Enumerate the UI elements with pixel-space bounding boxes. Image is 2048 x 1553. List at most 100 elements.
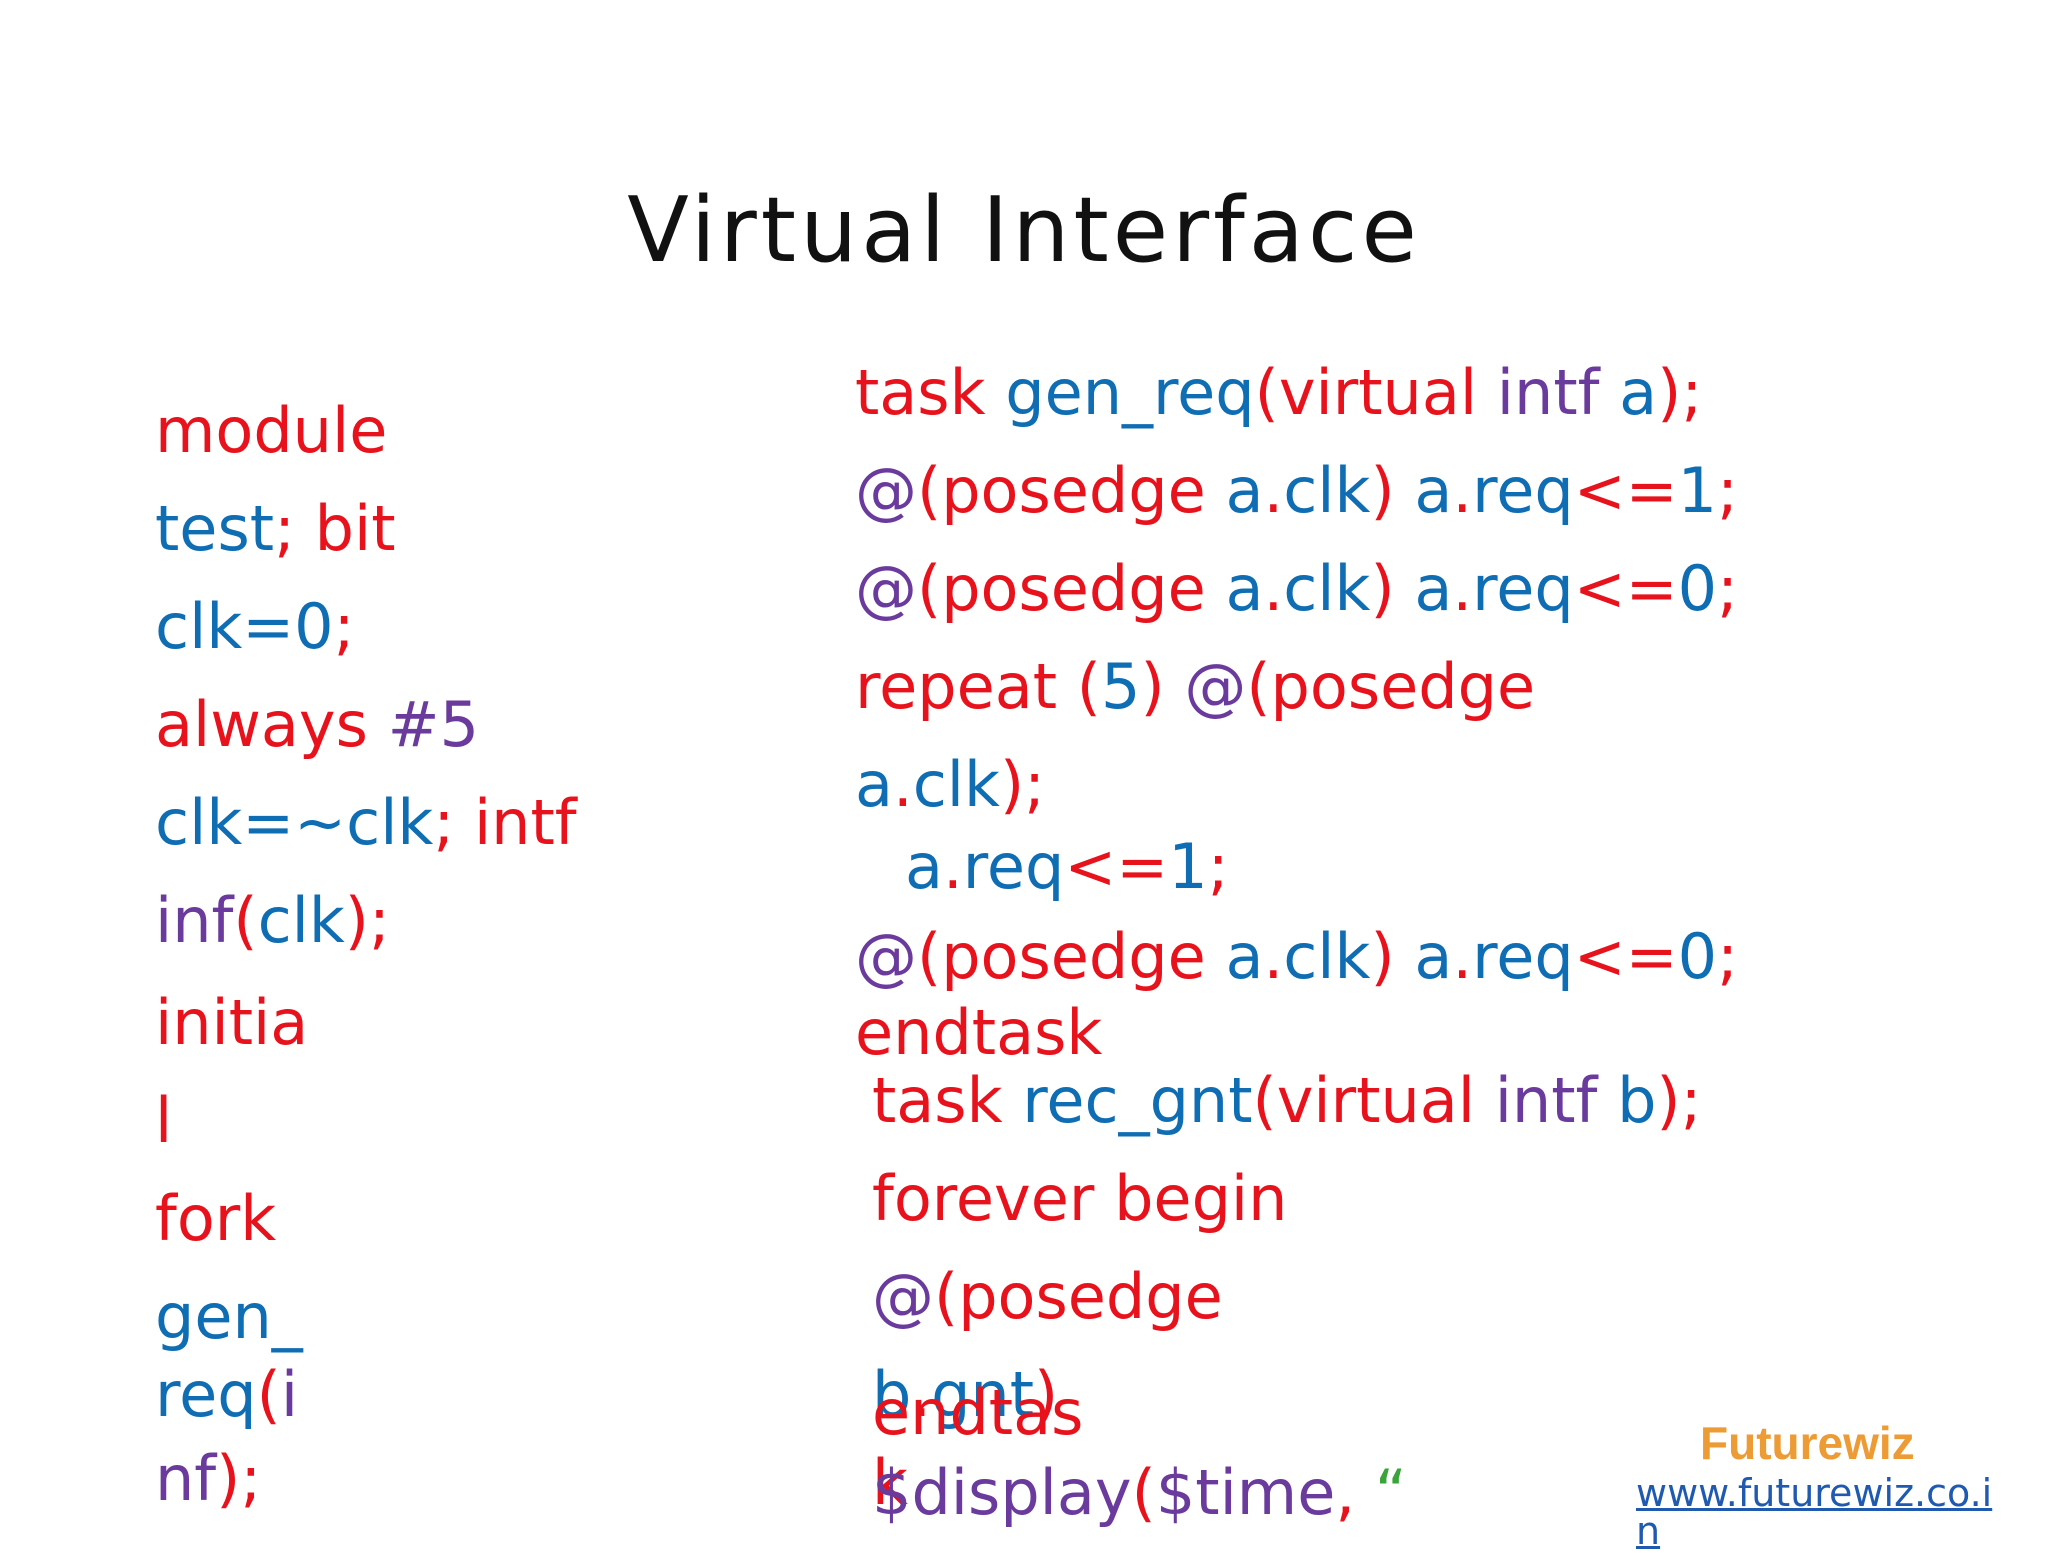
code-token: );: [344, 884, 390, 957]
code-token: rec_gnt: [1022, 1064, 1253, 1137]
code-token: a: [1414, 920, 1453, 993]
code-token: 1: [1677, 454, 1718, 527]
right-code-line: task gen_req(virtual intf a);: [855, 360, 1702, 425]
code-token: gen_req: [1005, 356, 1255, 429]
code-token: a: [1225, 552, 1264, 625]
code-token: );: [1656, 1064, 1702, 1137]
code-token: 0: [1677, 552, 1718, 625]
code-token: a: [1225, 920, 1264, 993]
code-token: (posedge: [1246, 650, 1536, 723]
code-token: req: [962, 830, 1065, 903]
code-token: @: [872, 1260, 934, 1333]
code-token: (virtual: [1252, 1064, 1495, 1137]
code-token: 1: [1168, 830, 1208, 903]
right-code-line: endtask: [855, 1000, 1102, 1065]
code-token: forever begin: [872, 1162, 1288, 1235]
code-token: <=: [1573, 454, 1678, 527]
right-code-line: forever begin: [872, 1166, 1287, 1231]
code-token: req: [155, 1358, 257, 1431]
left-code-line: initia: [155, 990, 308, 1055]
code-token: ): [1370, 454, 1415, 527]
code-token: nf: [155, 1442, 217, 1515]
code-token: @: [855, 552, 917, 625]
code-token: inf: [155, 884, 234, 957]
website-link[interactable]: www.futurewiz.co.i n: [1636, 1471, 1993, 1553]
right-code-line: repeat (5) @(posedge: [855, 654, 1535, 719]
code-token: a: [1414, 552, 1453, 625]
code-token: req: [1472, 454, 1574, 527]
code-token: clk: [1283, 920, 1371, 993]
code-token: @: [855, 920, 917, 993]
left-code-line: nf);: [155, 1446, 261, 1511]
code-token: intf: [1494, 1064, 1618, 1137]
code-token: <=: [1573, 920, 1678, 993]
code-token: (: [233, 884, 258, 957]
code-token: 5: [1100, 650, 1141, 723]
code-token: a: [855, 748, 893, 821]
code-token: ;: [1717, 920, 1738, 993]
code-token: (posedge: [934, 1260, 1223, 1333]
code-token: $time: [1155, 1456, 1336, 1529]
right-code-line: @(posedge a.clk) a.req<=0;: [855, 556, 1738, 621]
right-code-line: a.req<=1;: [905, 834, 1229, 899]
code-token: ): [1034, 1358, 1059, 1431]
code-token: ;: [1207, 830, 1229, 903]
code-token: intf: [1496, 356, 1620, 429]
left-code-line: inf(clk);: [155, 888, 390, 953]
code-token: @: [1184, 650, 1247, 723]
code-token: (posedge: [917, 920, 1226, 993]
slide-title: Virtual Interface: [627, 178, 1421, 283]
code-token: repeat (: [855, 650, 1101, 723]
right-code-line: $display($time, “: [872, 1460, 1407, 1525]
code-token: .: [1452, 454, 1473, 527]
code-token: b: [1617, 1064, 1657, 1137]
right-code-line: @(posedge a.clk) a.req<=0;: [855, 924, 1738, 989]
code-token: 0: [1677, 920, 1718, 993]
code-token: “: [1374, 1456, 1407, 1529]
code-token: ): [1140, 650, 1185, 723]
code-token: ; bit: [274, 492, 396, 565]
code-token: b: [872, 1358, 912, 1431]
code-token: test: [155, 492, 275, 565]
left-code-line: clk=~clk; intf: [155, 790, 577, 855]
code-token: fork: [155, 1182, 277, 1255]
code-token: .: [1452, 920, 1473, 993]
code-token: .: [1263, 920, 1284, 993]
left-code-line: always #5: [155, 692, 479, 757]
code-token: clk: [912, 748, 1000, 821]
code-token: i: [280, 1358, 299, 1431]
code-token: req: [1472, 920, 1574, 993]
code-token: .: [893, 748, 913, 821]
code-token: ;: [1717, 454, 1738, 527]
futurewiz-logo: Futurewiz: [1700, 1417, 1915, 1469]
left-code-line: req(i: [155, 1362, 298, 1427]
code-token: ;: [333, 590, 355, 663]
code-token: initia: [155, 986, 309, 1059]
code-token: (virtual: [1254, 356, 1497, 429]
code-token: k: [872, 1446, 908, 1519]
code-token: ): [1370, 920, 1415, 993]
code-token: .: [943, 830, 963, 903]
code-token: endtas: [872, 1376, 1084, 1449]
code-token: a: [1619, 356, 1658, 429]
code-token: ): [1370, 552, 1415, 625]
code-token: <=: [1573, 552, 1678, 625]
code-token: (posedge: [917, 552, 1226, 625]
left-code-line: module: [155, 398, 387, 463]
code-token: );: [1657, 356, 1703, 429]
code-token: );: [999, 748, 1046, 821]
code-token: ;: [1717, 552, 1738, 625]
code-token: task: [855, 356, 1006, 429]
code-token: #5: [387, 688, 480, 761]
code-token: .: [1263, 552, 1284, 625]
code-token: .: [1452, 552, 1473, 625]
left-code-line: test; bit: [155, 496, 396, 561]
code-token: a: [905, 830, 943, 903]
code-token: ; intf: [433, 786, 577, 859]
right-code-line: task rec_gnt(virtual intf b);: [872, 1068, 1702, 1133]
code-token: $display: [872, 1456, 1132, 1529]
code-token: clk: [1283, 454, 1371, 527]
code-token: gnt: [931, 1358, 1035, 1431]
code-token: (: [256, 1358, 281, 1431]
code-token: always: [155, 688, 388, 761]
